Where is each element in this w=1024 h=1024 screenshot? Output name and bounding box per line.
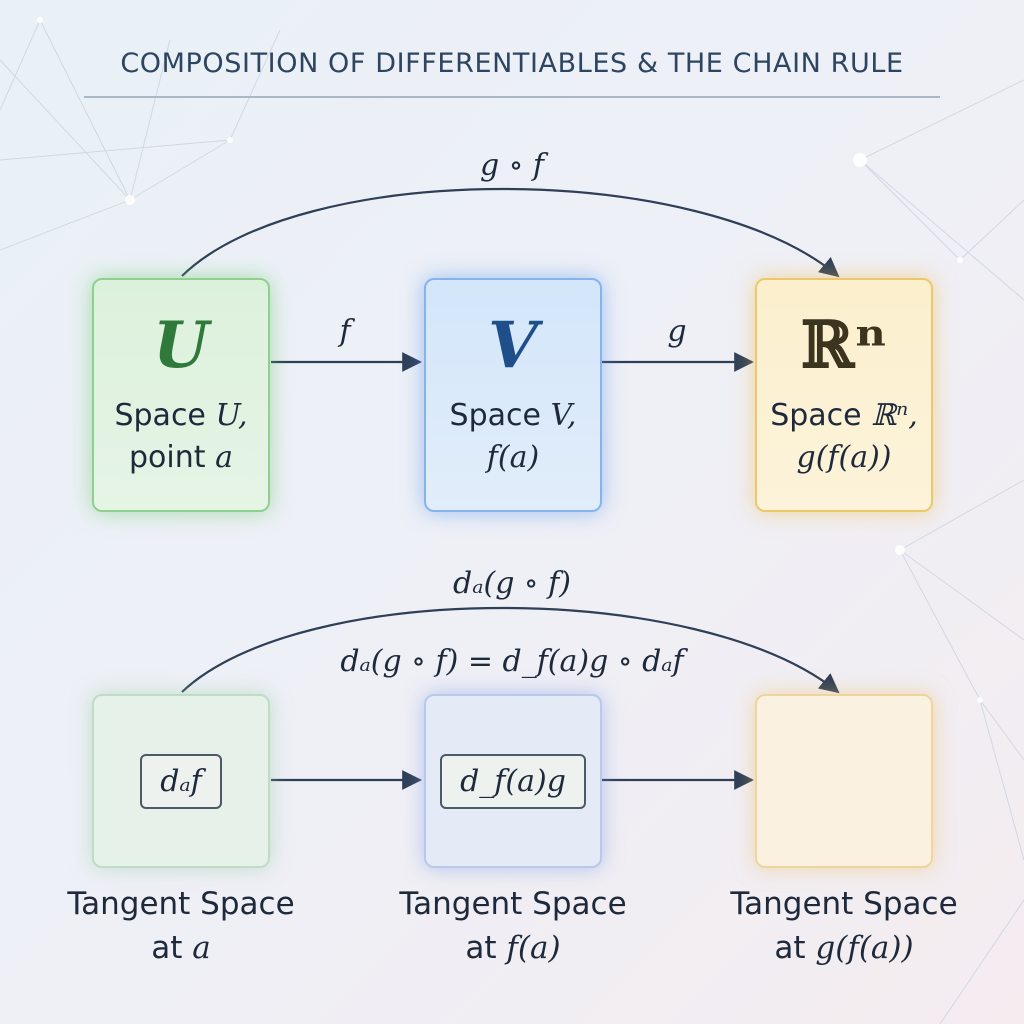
space-rn-line1-math: ℝⁿ,	[871, 398, 918, 433]
tangent-space-fa-box: d_f(a)g	[424, 694, 602, 868]
differential-dfag: d_f(a)g	[440, 753, 586, 809]
tangent-space-fa-caption: Tangent Space at f(a)	[372, 882, 654, 970]
space-u-line1-math: U,	[215, 398, 248, 433]
title-divider	[84, 96, 940, 98]
space-rn-caption: Space ℝⁿ, g(f(a))	[770, 395, 918, 479]
tangent-a-prefix: at	[151, 930, 193, 966]
tangent-gfa-math: g(f(a))	[815, 930, 914, 966]
space-v-symbol: V	[488, 308, 538, 383]
differential-daf: dₐf	[140, 753, 222, 809]
tangent-a-line1: Tangent Space	[67, 886, 295, 922]
tangent-gfa-prefix: at	[774, 930, 816, 966]
chain-rule-formula: dₐ(g ∘ f) = d_f(a)g ∘ dₐf	[340, 644, 684, 679]
tangent-space-gfa-caption: Tangent Space at g(f(a))	[703, 882, 985, 970]
space-v-line1-text: Space	[449, 398, 551, 433]
space-v-line1-math: V,	[550, 398, 577, 433]
space-u-box: U Space U, point a	[92, 278, 270, 512]
differential-composition-arrow	[181, 606, 840, 694]
space-rn-line2-math: g(f(a))	[796, 440, 892, 475]
tangent-gfa-line1: Tangent Space	[730, 886, 958, 922]
composition-label: g ∘ f	[479, 148, 545, 183]
space-u-line2-math: a	[215, 440, 233, 475]
space-rn-line1-text: Space	[770, 398, 872, 433]
space-u-line2-text: point	[129, 440, 216, 475]
tangent-space-a-caption: Tangent Space at a	[40, 882, 322, 970]
tangent-fa-math: f(a)	[506, 930, 561, 966]
space-v-line2-math: f(a)	[486, 440, 540, 475]
differential-composition-label: dₐ(g ∘ f)	[453, 566, 571, 601]
arrow-f-label: f	[339, 314, 351, 349]
space-u-symbol: U	[153, 308, 209, 383]
tangent-space-a-box: dₐf	[92, 694, 270, 868]
space-rn-symbol: ℝⁿ	[800, 308, 888, 383]
tangent-fa-line1: Tangent Space	[399, 886, 627, 922]
space-rn-box: ℝⁿ Space ℝⁿ, g(f(a))	[755, 278, 933, 512]
tangent-space-gfa-box	[755, 694, 933, 868]
space-v-caption: Space V, f(a)	[450, 395, 577, 479]
space-u-line1-text: Space	[114, 398, 216, 433]
tangent-a-math: a	[192, 930, 211, 966]
composition-arrow	[181, 187, 840, 278]
page-title: COMPOSITION OF DIFFERENTIABLES & THE CHA…	[120, 48, 904, 79]
tangent-fa-prefix: at	[465, 930, 507, 966]
arrow-g-label: g	[667, 314, 687, 349]
space-v-box: V Space V, f(a)	[424, 278, 602, 512]
space-u-caption: Space U, point a	[114, 395, 247, 479]
